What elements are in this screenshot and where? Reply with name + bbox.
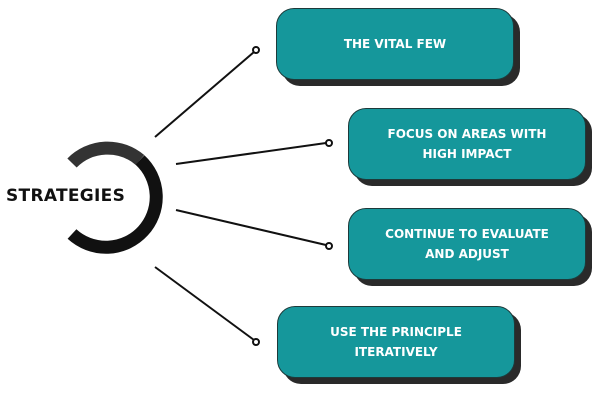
- strategy-box-4: USE THE PRINCIPLE ITERATIVELY: [277, 306, 515, 378]
- connector-dot-1: [252, 46, 260, 54]
- strategy-box-2: FOCUS ON AREAS WITH HIGH IMPACT: [348, 108, 586, 180]
- center-arc: [67, 155, 163, 254]
- connector-dot-2: [325, 139, 333, 147]
- connector-dot-3: [325, 242, 333, 250]
- strategy-box-3: CONTINUE TO EVALUATE AND ADJUST: [348, 208, 586, 280]
- connector-dot-4: [252, 338, 260, 346]
- strategy-box-1: THE VITAL FEW: [276, 8, 514, 80]
- connector-line-3: [175, 209, 327, 246]
- connector-line-4: [154, 266, 255, 341]
- connector-line-2: [175, 142, 327, 165]
- connector-line-1: [154, 51, 255, 138]
- center-arc-top: [67, 141, 145, 168]
- center-label: STRATEGIES: [6, 186, 126, 206]
